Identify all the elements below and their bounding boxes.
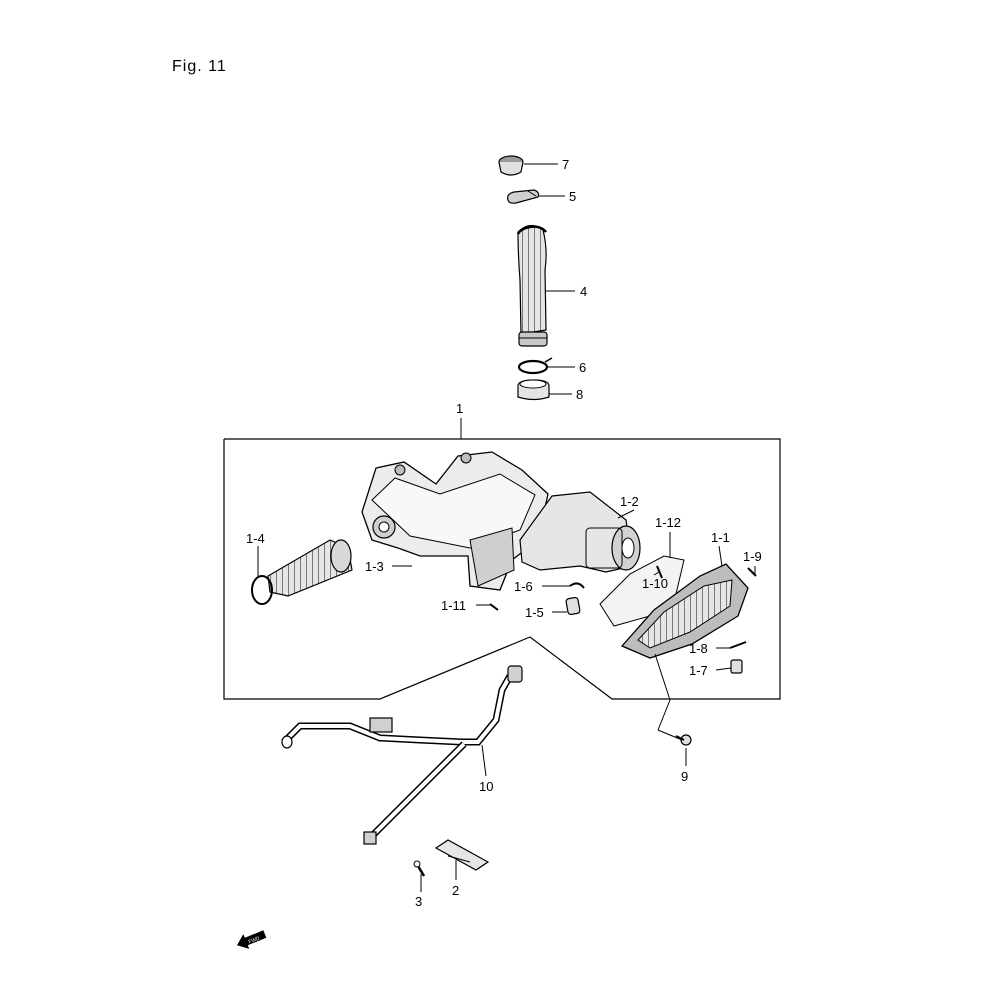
callout-8: 8: [576, 387, 583, 402]
part-1-1-cover[interactable]: [620, 563, 749, 659]
part-7-cap[interactable]: [498, 155, 524, 176]
callout-1-1: 1-1: [711, 530, 730, 545]
figure-title: Fig. 11: [172, 58, 227, 75]
callout-1-2: 1-2: [620, 494, 639, 509]
part-3-bolt[interactable]: [413, 860, 426, 877]
part-4-corrugated-hose[interactable]: [516, 224, 548, 347]
callout-5: 5: [569, 189, 576, 204]
part-6-clamp[interactable]: [517, 357, 553, 375]
callout-4: 4: [580, 284, 587, 299]
callout-1-5: 1-5: [525, 605, 544, 620]
part-1-11-screw[interactable]: [489, 603, 499, 611]
part-5-clamp[interactable]: [507, 189, 540, 204]
part-1-10-screw[interactable]: [656, 565, 663, 579]
callout-1-6: 1-6: [514, 579, 533, 594]
callout-1-7: 1-7: [689, 663, 708, 678]
part-1-4-inlet[interactable]: [251, 539, 353, 605]
fwd-arrow-icon: FWD: [237, 930, 267, 949]
callout-1-10: 1-10: [642, 576, 668, 591]
callout-3: 3: [415, 894, 422, 909]
callout-1: 1: [456, 401, 463, 416]
part-1-12-gasket[interactable]: [599, 555, 685, 627]
part-10-breather-tube[interactable]: [281, 665, 523, 845]
part-1-5-plug[interactable]: [565, 596, 581, 616]
callout-9: 9: [681, 769, 688, 784]
callout-1-8: 1-8: [689, 641, 708, 656]
part-1-2-duct[interactable]: [519, 491, 641, 573]
part-1-6-clip[interactable]: [569, 582, 585, 589]
part-1-8-clip[interactable]: [729, 641, 747, 649]
part-2-bracket[interactable]: [434, 839, 490, 871]
callout-1-3: 1-3: [365, 559, 384, 574]
callout-6: 6: [579, 360, 586, 375]
callout-1-11: 1-11: [441, 598, 466, 613]
fwd-label: FWD: [248, 935, 261, 945]
callout-1-9: 1-9: [743, 549, 762, 564]
callout-1-12: 1-12: [655, 515, 681, 530]
part-8-collar[interactable]: [517, 379, 550, 401]
callout-2: 2: [452, 883, 459, 898]
leader-lines: [257, 163, 756, 892]
part-1-7-plug[interactable]: [730, 659, 743, 674]
part-9-bolt[interactable]: [675, 734, 692, 746]
part-1-3-housing[interactable]: [361, 451, 549, 591]
callout-7: 7: [562, 157, 569, 172]
callout-10: 10: [479, 779, 493, 794]
assembly-frame: [223, 438, 781, 700]
callout-1-4: 1-4: [246, 531, 265, 546]
